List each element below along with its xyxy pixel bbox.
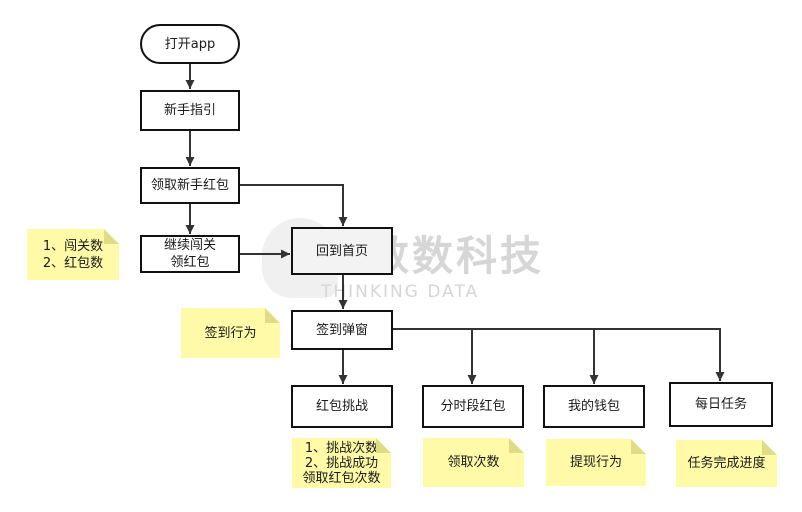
edge-claim-to-home (240, 184, 348, 226)
edge-checkin-to-wallet (472, 328, 599, 384)
note-task-progress: 任务完成进度 (676, 440, 777, 487)
node-continue-level: 继续闯关 领红包 (140, 235, 240, 273)
edge-checkin-to-timed (393, 328, 477, 384)
node-claim-label: 领取新手红包 (150, 178, 229, 193)
note-checkin-behavior-text: 签到行为 (204, 325, 257, 341)
node-open-app-label: 打开app (164, 36, 216, 52)
node-back-home: 回到首页 (291, 227, 393, 275)
note-withdraw-text: 提现行为 (569, 455, 622, 470)
node-newbie-guide: 新手指引 (140, 90, 240, 131)
note-challenge-metrics-text: 1、挑战次数 2、挑战成功 领取红包次数 (302, 440, 381, 486)
node-checkin-popup: 签到弹窗 (291, 310, 393, 350)
edge-checkin-to-daily (594, 328, 725, 381)
note-level-metrics: 1、闯关数 2、红包数 (27, 229, 119, 280)
node-wallet-label: 我的钱包 (567, 399, 620, 414)
note-checkin-behavior: 签到行为 (181, 308, 280, 358)
node-daily-label: 每日任务 (694, 397, 747, 412)
node-back-home-label: 回到首页 (315, 243, 368, 259)
node-my-wallet: 我的钱包 (543, 385, 645, 428)
node-claim-newbie-redpacket: 领取新手红包 (140, 167, 240, 204)
node-continue-label: 继续闯关 领红包 (163, 238, 216, 270)
node-redpacket-challenge: 红包挑战 (291, 385, 393, 428)
node-newbie-guide-label: 新手指引 (163, 103, 216, 118)
note-challenge-metrics: 1、挑战次数 2、挑战成功 领取红包次数 (292, 438, 391, 488)
node-open-app: 打开app (140, 24, 240, 64)
note-task-progress-text: 任务完成进度 (687, 456, 766, 471)
node-timed-label: 分时段红包 (440, 399, 506, 414)
node-checkin-label: 签到弹窗 (315, 322, 368, 338)
note-level-metrics-text: 1、闯关数 2、红包数 (42, 238, 104, 271)
node-daily-tasks: 每日任务 (669, 382, 773, 427)
node-timed-redpacket: 分时段红包 (422, 385, 524, 428)
note-claim-count-text: 领取次数 (447, 455, 500, 470)
note-claim-count: 领取次数 (423, 438, 524, 487)
note-withdraw-behavior: 提现行为 (546, 439, 646, 486)
node-challenge-label: 红包挑战 (315, 399, 368, 414)
